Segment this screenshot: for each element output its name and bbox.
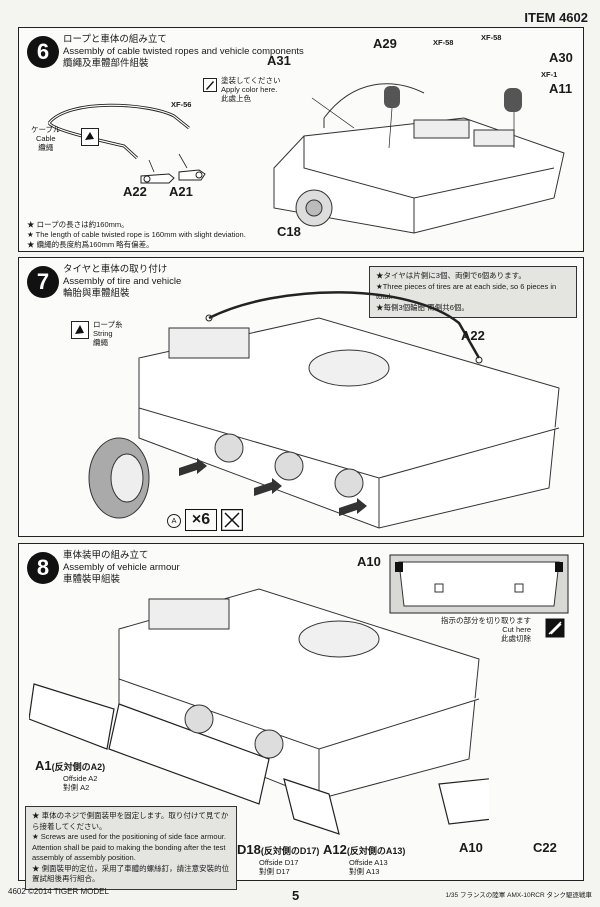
item-number: ITEM 4602 — [524, 10, 588, 25]
color-xf58-a: XF-58 — [433, 38, 454, 47]
step-7-number: 7 — [27, 266, 59, 298]
color-xf1: XF-1 — [541, 70, 558, 79]
no-glue-icon — [221, 509, 243, 531]
part-a10-label: A10 — [459, 840, 483, 855]
part-d18-cn: 對側 D17 — [259, 867, 290, 876]
string-label-en: String — [93, 329, 113, 338]
vehicle-hull-step7 — [88, 291, 560, 529]
paint-code: XF-56 — [171, 100, 192, 109]
part-a1-sub: (反対側のA2) — [51, 762, 106, 772]
paint-note: 塗装してください Apply color here. 此處上色 — [221, 76, 281, 103]
inset-part-a10-label: A10 — [357, 554, 381, 569]
part-a1-label: A1(反対側のA2) — [35, 758, 105, 773]
step-6-note-jp: ★ ロープの長さは約160mm。 — [27, 220, 129, 229]
cable-label-cn: 纜繩 — [38, 143, 54, 152]
step-7-panel: 7 タイヤと車体の取り付け Assembly of tire and vehic… — [18, 257, 584, 537]
color-xf58-b: XF-58 — [481, 33, 502, 42]
step-8-note-jp: ★ 車体のネジで側面装甲を固定します。取り付けて見てから接着してください。 — [32, 811, 229, 831]
part-c18-label: C18 — [277, 224, 301, 239]
part-a22-label: A22 — [123, 184, 147, 199]
part-a1-main: A1 — [35, 758, 52, 773]
part-a22-step7-label: A22 — [461, 328, 485, 343]
step-7-title-jp: タイヤと車体の取り付け — [63, 264, 168, 275]
footer-left: 4602 ©2014 TIGER MODEL — [8, 887, 109, 896]
step-8-title-cn: 車體裝甲組裝 — [63, 574, 121, 585]
part-a12-en: Offside A13 — [349, 858, 388, 867]
cable-label-en: Cable — [35, 134, 56, 143]
string-label: ロープ糸 String 纜繩 — [93, 320, 123, 347]
step-6-title-cn: 纜繩及車體部件組裝 — [63, 58, 149, 69]
step-7-title: タイヤと車体の取り付け Assembly of tire and vehicle… — [63, 264, 181, 300]
cable-drawing — [47, 103, 206, 184]
step-8-note-en: ★ Screws are used for the positioning of… — [32, 832, 226, 862]
part-d18-sub: (反対側のD17) — [260, 846, 320, 856]
part-a1-en: Offside A2 — [63, 774, 98, 783]
step-6-note-cn: ★ 纜繩的長度約爲160mm 略有偏差。 — [27, 240, 154, 249]
cable-label-jp: ケーブル — [31, 125, 61, 134]
step-6-title-en: Assembly of cable twisted ropes and vehi… — [63, 46, 304, 57]
step-8-note-cn: ★ 側面裝甲的定位，采用了車體的螺絲釘，請注意安裝的位置試組後再行組合。 — [32, 863, 230, 884]
step-6-title-jp: ロープと車体の組み立て — [63, 34, 167, 45]
part-a11-label: A11 — [549, 81, 573, 96]
part-a31-label: A31 — [267, 53, 291, 68]
cut-icon — [545, 618, 565, 638]
step-8-number: 8 — [27, 552, 59, 584]
cut-note-cn: 此處切除 — [501, 634, 531, 643]
part-a12-cn: 對側 A13 — [349, 867, 380, 876]
part-a21-label: A21 — [169, 184, 193, 199]
step-6-number: 6 — [27, 36, 59, 68]
paint-icon — [81, 128, 99, 146]
vehicle-front-drawing — [273, 83, 565, 234]
part-a29-label: A29 — [373, 36, 397, 51]
step-6-panel: 6 ロープと車体の組み立て Assembly of cable twisted … — [18, 27, 584, 252]
part-a12-translations: Offside A13 對側 A13 — [349, 858, 388, 876]
part-a12-label: A12(反対側のA13) — [323, 842, 405, 857]
step-6-notes: ★ ロープの長さは約160mm。 ★ The length of cable t… — [27, 220, 246, 250]
step-7-note-jp: ★タイヤは片側に3個、両側で6個あります。 — [376, 271, 526, 280]
step-7-title-cn: 輪胎與車體組裝 — [63, 288, 130, 299]
footer-right: 1/35 フランスの陸軍 AMX-10RCR タンク駆逐戦車 — [445, 892, 592, 899]
step-8-title-jp: 車体装甲の組み立て — [63, 550, 149, 561]
part-d18-translations: Offside D17 對側 D17 — [259, 858, 298, 876]
part-d18-en: Offside D17 — [259, 858, 299, 867]
step-8-title-en: Assembly of vehicle armour — [63, 562, 180, 573]
string-paint-icon — [71, 321, 89, 339]
part-a12-sub: (反対側のA13) — [346, 846, 406, 856]
step-7-title-en: Assembly of tire and vehicle — [63, 276, 182, 287]
cut-note-en: Cut here — [502, 625, 531, 634]
step-6-note-en: ★ The length of cable twisted rope is 16… — [27, 230, 246, 239]
step-7-notes: ★タイヤは片側に3個、両側で6個あります。 ★Three pieces of t… — [369, 266, 577, 318]
paint-note-cn: 此處上色 — [221, 94, 251, 103]
part-d18-main: D18 — [237, 842, 261, 857]
string-label-cn: 纜繩 — [93, 338, 108, 347]
part-d18-label: D18(反対側のD17) — [237, 842, 319, 857]
string-label-jp: ロープ糸 — [93, 320, 123, 329]
paint-brush-icon — [203, 78, 217, 92]
paint-note-en: Apply color here. — [221, 85, 278, 94]
tire-part-label: A — [167, 514, 181, 528]
part-a12-main: A12 — [323, 842, 347, 857]
tire-multiplier: ×6 — [185, 509, 217, 531]
step-7-note-cn: ★每側3個輪胎 兩側共6個。 — [376, 302, 469, 312]
inset-a10-drawing — [389, 554, 569, 614]
cut-note-jp: 指示の部分を切り取ります — [441, 616, 531, 625]
cut-note: 指示の部分を切り取ります Cut here 此處切除 — [441, 616, 531, 643]
step-8-title: 車体装甲の組み立て Assembly of vehicle armour 車體裝… — [63, 550, 180, 586]
part-a1-translations: Offside A2 對側 A2 — [63, 774, 97, 792]
vehicle-armour-drawing — [29, 588, 489, 835]
page-number: 5 — [292, 888, 300, 903]
paint-note-jp: 塗装してください — [221, 76, 281, 85]
cable-label: ケーブル Cable 纜繩 — [31, 125, 61, 152]
part-a1-cn: 對側 A2 — [63, 783, 90, 792]
part-c22-label: C22 — [533, 840, 557, 855]
step-8-notes: ★ 車体のネジで側面装甲を固定します。取り付けて見てから接着してください。 ★ … — [25, 806, 237, 890]
part-a30-label: A30 — [549, 50, 573, 65]
step-6-title: ロープと車体の組み立て Assembly of cable twisted ro… — [63, 34, 304, 70]
step-8-panel: 8 車体装甲の組み立て Assembly of vehicle armour 車… — [18, 543, 584, 890]
